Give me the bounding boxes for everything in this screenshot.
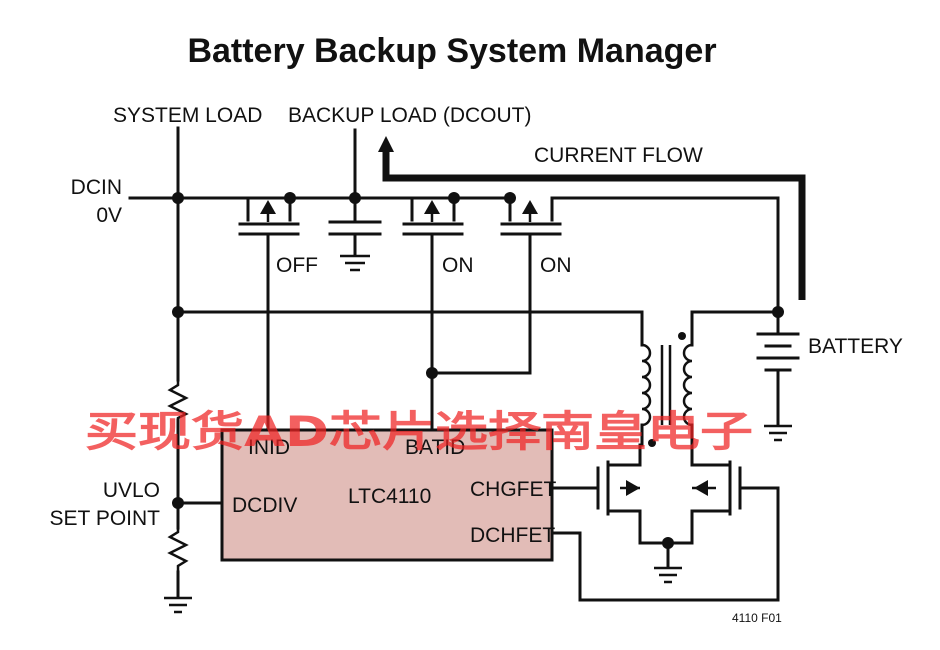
watermark-text: 买现货AD芯片选择南皇电子 [85, 407, 753, 456]
lower-resistor [167, 528, 189, 572]
battery-icon [690, 196, 800, 442]
figure-ref: 4110 F01 [732, 611, 782, 625]
junction-dots [172, 192, 784, 549]
ltc4110-chip [220, 428, 554, 562]
discharge-fet [550, 443, 780, 602]
mosfet-3 [430, 196, 780, 375]
capacitor [328, 128, 382, 272]
fet1-state: OFF [276, 254, 318, 277]
zero-v-label: 0V [96, 204, 122, 227]
pin-dcdiv: DCDIV [232, 494, 297, 517]
dcin-label: DCIN [71, 176, 122, 199]
backup-load-label: BACKUP LOAD (DCOUT) [288, 104, 531, 127]
upper-resistor [167, 380, 189, 420]
current-flow-arrow [378, 136, 806, 300]
ground-icon [164, 596, 192, 614]
system-load-label: SYSTEM LOAD [113, 104, 262, 127]
fet2-state: ON [442, 254, 474, 277]
charge-fet [550, 443, 642, 545]
current-flow-label: CURRENT FLOW [534, 144, 703, 167]
fet-ground [638, 541, 694, 584]
pin-batid: BATID [405, 436, 465, 459]
pin-chgfet: CHGFET [470, 478, 557, 501]
uvlo-label: UVLO [103, 479, 160, 502]
battery-label: BATTERY [808, 335, 903, 358]
chip-name: LTC4110 [348, 485, 431, 508]
transformer [640, 332, 694, 447]
diagram-title: Battery Backup System Manager [187, 32, 716, 70]
pin-inid: INID [248, 436, 290, 459]
left-rail-wires [128, 126, 644, 598]
fet3-state: ON [540, 254, 572, 277]
pin-dchfet: DCHFET [470, 524, 555, 547]
set-point-label: SET POINT [50, 507, 161, 530]
mosfet-1 [238, 196, 357, 432]
